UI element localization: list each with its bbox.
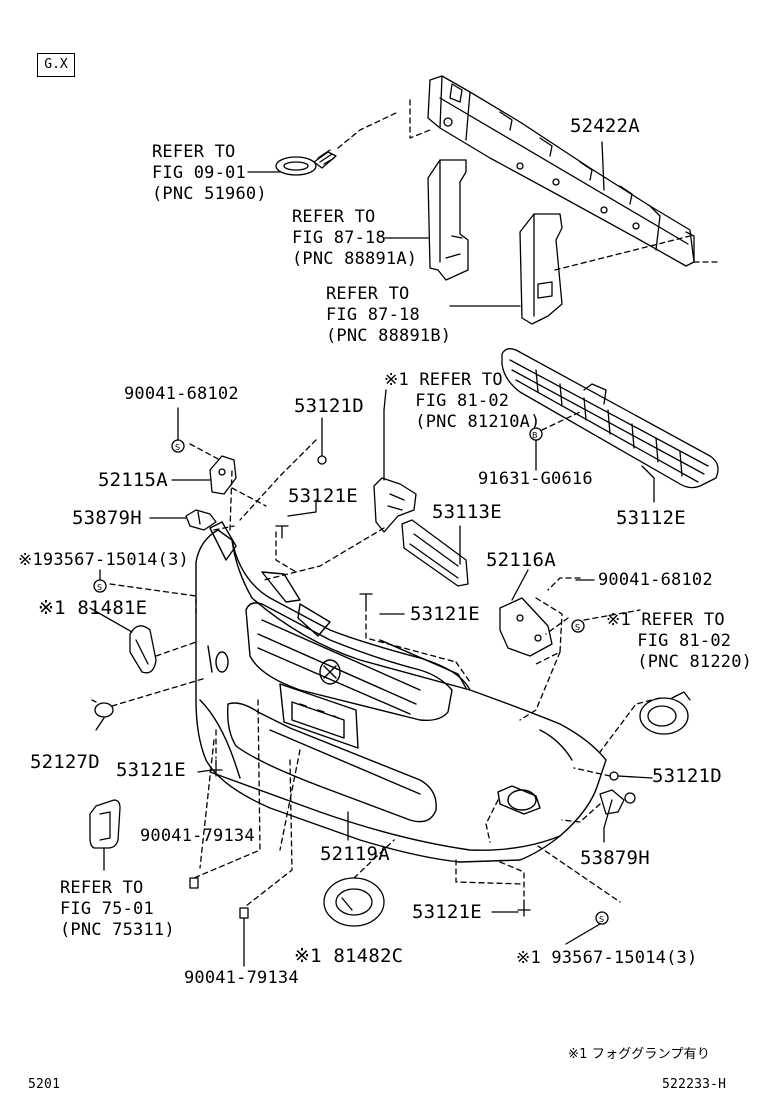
svg-text:S: S (175, 443, 180, 452)
leader-lines (89, 141, 655, 967)
label-53121E-upper: 53121E (288, 485, 358, 507)
screw-s-right-part: S (571, 619, 585, 633)
fog-cover-81481E-part (129, 625, 157, 674)
figure-code: 522233-H (662, 1077, 727, 1092)
label-refer-fig-75-01: REFER TO FIG 75-01 (PNC 75311) (60, 878, 175, 940)
label-refer-fig-87-18-b: REFER TO FIG 87-18 (PNC 88891B) (326, 284, 452, 346)
towing-eye-part (275, 149, 337, 176)
label-53113E: 53113E (432, 501, 502, 523)
fog-bracket-81210A-part (373, 477, 417, 533)
svg-text:S: S (575, 623, 580, 632)
label-52127D: 52127D (30, 751, 100, 773)
screw-s-left-part: S (171, 439, 185, 453)
emblem-75311-part (89, 799, 121, 849)
retainer-52116A-part (499, 597, 553, 657)
label-refer-fig-87-18-a: REFER TO FIG 87-18 (PNC 88891A) (292, 207, 418, 269)
label-52119A: 52119A (320, 843, 390, 865)
absorber-right-part (519, 213, 563, 325)
retainer-52115A-part (209, 455, 237, 495)
label-53879H-left: 53879H (72, 507, 142, 529)
label-90041-79134-left: 90041-79134 (140, 826, 255, 846)
bracket-53879H-left-part (185, 509, 217, 531)
label-93567-15014-left: ※193567-15014(3) (18, 550, 189, 570)
page-code: 5201 (28, 1077, 61, 1092)
label-90041-68102-right: 90041-68102 (598, 570, 713, 590)
label-53112E: 53112E (616, 507, 686, 529)
bumper-reinforcement-part (427, 75, 695, 267)
grille-bracket-53113E-part (401, 519, 469, 587)
reinforcement-leader-lines (409, 99, 721, 271)
fastener-53121E-center (359, 593, 373, 607)
fog-cover-81220-part (639, 691, 691, 735)
bumper-cover-part (195, 521, 607, 863)
fastener-53121E-upper (275, 525, 289, 539)
bracket-53879H-right-part (599, 789, 636, 815)
fastener-53121D-lower (609, 771, 619, 781)
label-53121E-lower-left: 53121E (116, 759, 186, 781)
clip-90041-79134-left (189, 877, 199, 889)
label-53121D-upper: 53121D (294, 395, 364, 417)
fastener-53121E-bottom (517, 899, 531, 917)
label-53121E-bottom: 53121E (412, 901, 482, 923)
screw-s-93567-right-part: S (595, 911, 609, 925)
clip-90041-79134-right (239, 907, 249, 919)
label-53879H-right: 53879H (580, 847, 650, 869)
grade-box: G.X (37, 53, 75, 77)
footnote: ※1 フォググランプ有り (568, 1047, 711, 1062)
svg-text:B: B (532, 431, 538, 440)
label-refer-fig-81-02-b: ※1 REFER TO FIG 81-02 (PNC 81220) (606, 610, 753, 672)
cap-52127D-part (91, 699, 114, 718)
label-93567-15014-right: ※1 93567-15014(3) (516, 948, 698, 968)
label-refer-fig-09-01: REFER TO FIG 09-01 (PNC 51960) (152, 142, 267, 204)
screw-s-93567-left-part: S (93, 579, 107, 593)
radiator-grille-part (501, 348, 719, 489)
absorber-left-part (427, 159, 469, 281)
label-90041-79134-right: 90041-79134 (184, 968, 299, 988)
label-81482C: ※1 81482C (294, 945, 404, 967)
fastener-53121D-upper (317, 455, 327, 465)
label-52422A: 52422A (570, 115, 640, 137)
label-81481E: ※1 81481E (38, 597, 148, 619)
label-90041-68102-left: 90041-68102 (124, 384, 239, 404)
label-52116A: 52116A (486, 549, 556, 571)
label-53121E-center: 53121E (410, 603, 480, 625)
label-91631-G0616: 91631-G0616 (478, 469, 593, 489)
dashed-leader-lines (109, 439, 661, 907)
svg-text:S: S (599, 915, 604, 924)
fog-bezel-81482C-part (323, 877, 385, 927)
svg-text:S: S (97, 583, 102, 592)
label-53121D-lower: 53121D (652, 765, 722, 787)
label-refer-fig-81-02-a: ※1 REFER TO FIG 81-02 (PNC 81210A) (384, 370, 541, 432)
label-52115A: 52115A (98, 469, 168, 491)
